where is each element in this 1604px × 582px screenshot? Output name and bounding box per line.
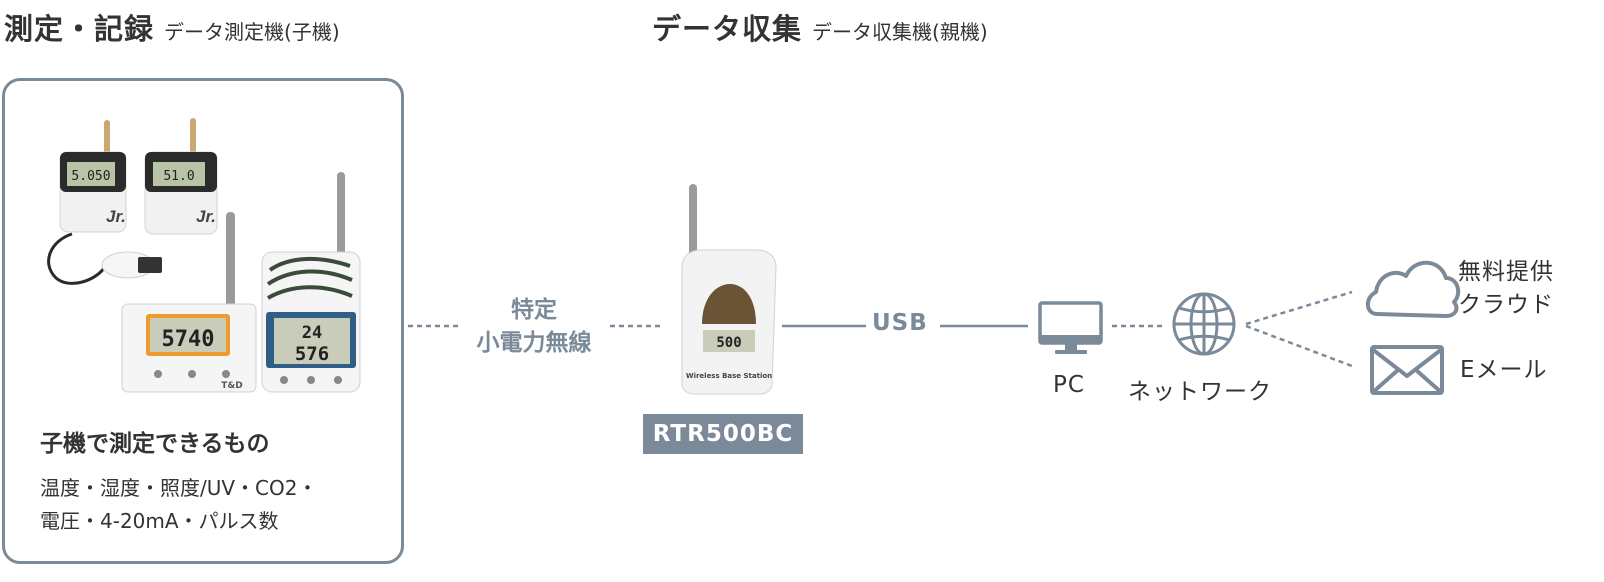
network-email-link (1245, 324, 1353, 368)
rtr576-display-bottom: 576 (295, 343, 329, 365)
measure-line-1: 温度・湿度・照度/UV・CO2・ (40, 476, 318, 500)
rtr501-device-image: 51.0 Jr. (144, 118, 218, 235)
cloud-label-line1: 無料提供 (1458, 259, 1554, 285)
base-station-image: 500 Wireless Base Station (681, 184, 777, 395)
heading-measure-title: 測定・記録 (4, 12, 155, 46)
cloud-icon (1365, 260, 1461, 318)
rtr576-device-image: 24 576 (261, 172, 361, 393)
rtr574-display-text: 5740 (162, 327, 215, 352)
svg-text:Jr.: Jr. (196, 207, 216, 226)
rtr505-device-image: 5.050 Jr. (47, 120, 162, 285)
cloud-label: 無料提供 クラウド (1458, 256, 1554, 323)
rtr574-device-image: 5740 T&D (121, 212, 257, 393)
heading-collect-title: データ収集 (652, 12, 803, 46)
wireless-label: 特定 小電力無線 (460, 294, 608, 361)
email-label: Eメール (1460, 357, 1548, 383)
rtr505-display-text: 5.050 (71, 169, 110, 184)
rtr501-display-text: 51.0 (163, 169, 194, 184)
heading-measure-sub: データ測定機(子機) (164, 20, 340, 44)
rtr574-brand: T&D (221, 381, 242, 391)
rtr576-display-top: 24 (302, 323, 322, 343)
heading-measure: 測定・記録データ測定機(子機) (4, 6, 340, 48)
measure-title: 子機で測定できるもの (40, 431, 270, 457)
network-label: ネットワーク (1128, 379, 1272, 405)
wireless-label-line2: 小電力無線 (476, 330, 592, 357)
heading-collect: データ収集データ収集機(親機) (652, 6, 988, 48)
heading-collect-sub: データ収集機(親機) (812, 20, 988, 44)
measure-line-2: 電圧・4-20mA・パルス数 (40, 509, 279, 533)
network-cloud-link (1245, 290, 1353, 326)
svg-text:Jr.: Jr. (106, 207, 126, 226)
base-station-display: 500 (716, 335, 741, 351)
cloud-label-line2: クラウド (1458, 292, 1554, 319)
mail-icon (1370, 345, 1444, 395)
globe-icon (1172, 292, 1236, 356)
wireless-label-line1: 特定 (511, 297, 557, 323)
pc-icon (1038, 301, 1103, 354)
base-station-caption: Wireless Base Station (686, 372, 772, 380)
usb-label: USB (872, 310, 928, 336)
pc-label: PC (1053, 372, 1085, 398)
base-station-model-badge: RTR500BC (643, 414, 803, 454)
